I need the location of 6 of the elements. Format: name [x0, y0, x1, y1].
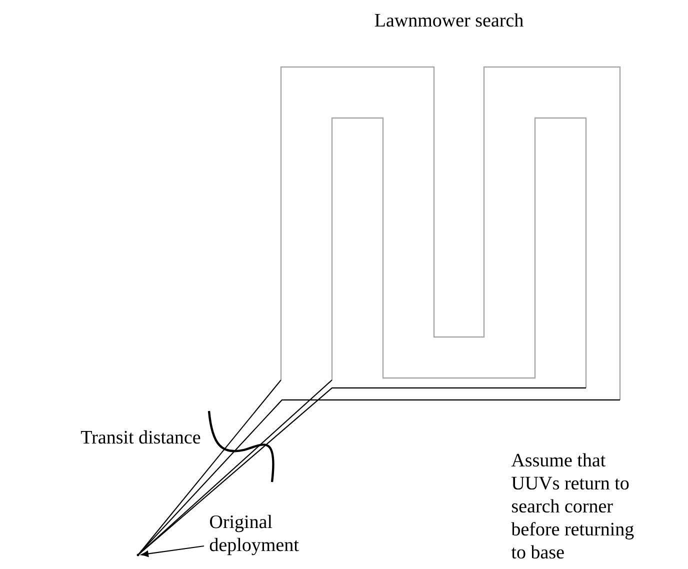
title: Lawnmower search [374, 13, 524, 27]
text-label: Transit distance [81, 430, 200, 444]
note-text: Assume that UUVs return to search corner before returning to base [511, 453, 634, 559]
text-label: Original deployment [210, 514, 299, 556]
origin-point [136, 554, 140, 556]
leader-arrow [141, 545, 204, 557]
